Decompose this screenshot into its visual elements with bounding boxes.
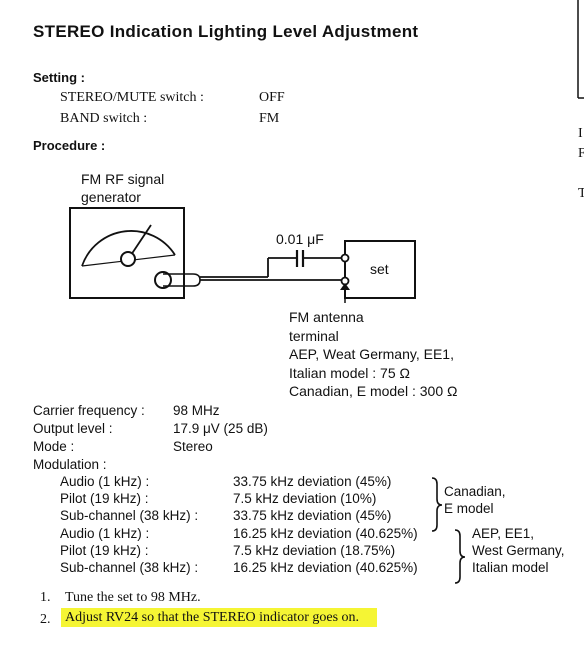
mod2-model-line1: AEP, EE1, bbox=[472, 526, 535, 541]
mod2-label-subchannel: Sub-channel (38 kHz) : bbox=[60, 560, 199, 575]
spec-label-mode: Mode : bbox=[33, 439, 75, 454]
brace-group-1 bbox=[431, 477, 443, 532]
step-text-highlighted: Adjust RV24 so that the STEREO indicator… bbox=[61, 608, 378, 627]
antenna-terminal-a bbox=[340, 253, 350, 263]
meter-pivot bbox=[120, 251, 136, 267]
antenna-label-line: Italian model : 75 Ω bbox=[289, 364, 410, 381]
side-fragment: F bbox=[578, 146, 584, 161]
setting-value-stereo-mute: OFF bbox=[259, 90, 285, 105]
antenna-label-line: terminal bbox=[289, 327, 339, 344]
step-number: 2. bbox=[40, 612, 51, 627]
spec-value-carrier: 98 MHz bbox=[173, 403, 220, 418]
antenna-label: FM antenna terminal AEP, Weat Germany, E… bbox=[289, 308, 457, 401]
mod2-value-pilot: 7.5 kHz deviation (18.75%) bbox=[233, 543, 396, 558]
signal-generator-box bbox=[69, 207, 185, 299]
mod1-value-subchannel: 33.75 kHz deviation (45%) bbox=[233, 508, 392, 523]
spec-label-carrier: Carrier frequency : bbox=[33, 403, 145, 418]
modulation-heading: Modulation : bbox=[33, 457, 107, 472]
spec-value-output: 17.9 μV (25 dB) bbox=[173, 421, 268, 436]
capacitor-label: 0.01 μF bbox=[276, 231, 324, 247]
mod2-label-pilot: Pilot (19 kHz) : bbox=[60, 543, 149, 558]
mod1-label-subchannel: Sub-channel (38 kHz) : bbox=[60, 508, 199, 523]
highlighted-step: Adjust RV24 so that the STEREO indicator… bbox=[61, 608, 378, 627]
step-number: 1. bbox=[40, 590, 51, 605]
setting-label-stereo-mute: STEREO/MUTE switch : bbox=[60, 90, 204, 105]
generator-label-line1: FM RF signal bbox=[81, 171, 165, 187]
spec-label-output: Output level : bbox=[33, 421, 113, 436]
mod1-value-audio: 33.75 kHz deviation (45%) bbox=[233, 474, 392, 489]
mod2-model-line3: Italian model bbox=[472, 560, 549, 575]
mod2-label-audio: Audio (1 kHz) : bbox=[60, 526, 150, 541]
setting-value-band: FM bbox=[259, 111, 280, 126]
brace-group-2 bbox=[454, 529, 466, 584]
mod1-label-audio: Audio (1 kHz) : bbox=[60, 474, 150, 489]
meter-needle bbox=[128, 224, 152, 259]
spec-value-mode: Stereo bbox=[173, 439, 213, 454]
output-connector bbox=[154, 271, 172, 289]
side-fragment: T bbox=[578, 186, 584, 201]
antenna-label-line: AEP, Weat Germany, EE1, bbox=[289, 346, 454, 362]
meter-arc bbox=[81, 230, 176, 267]
step-text: Tune the set to 98 MHz. bbox=[65, 590, 201, 605]
mod1-model-line2: E model bbox=[444, 501, 494, 516]
mod2-model-line2: West Germany, bbox=[472, 543, 565, 558]
mod1-value-pilot: 7.5 kHz deviation (10%) bbox=[233, 491, 377, 506]
side-fragment: I bbox=[578, 126, 583, 141]
set-label: set bbox=[370, 261, 389, 277]
mod2-value-audio: 16.25 kHz deviation (40.625%) bbox=[233, 526, 418, 541]
setting-label-band: BAND switch : bbox=[60, 111, 148, 126]
generator-label-line2: generator bbox=[81, 189, 141, 205]
procedure-heading: Procedure : bbox=[33, 138, 106, 153]
mod1-model-line1: Canadian, bbox=[444, 484, 506, 499]
setting-heading: Setting : bbox=[33, 70, 85, 85]
mod2-value-subchannel: 16.25 kHz deviation (40.625%) bbox=[233, 560, 418, 575]
antenna-label-line: Canadian, E model : 300 Ω bbox=[289, 383, 458, 399]
page-title: STEREO Indication Lighting Level Adjustm… bbox=[33, 22, 419, 41]
mod1-label-pilot: Pilot (19 kHz) : bbox=[60, 491, 149, 506]
set-box bbox=[344, 240, 416, 299]
antenna-label-line: FM antenna bbox=[289, 309, 364, 325]
